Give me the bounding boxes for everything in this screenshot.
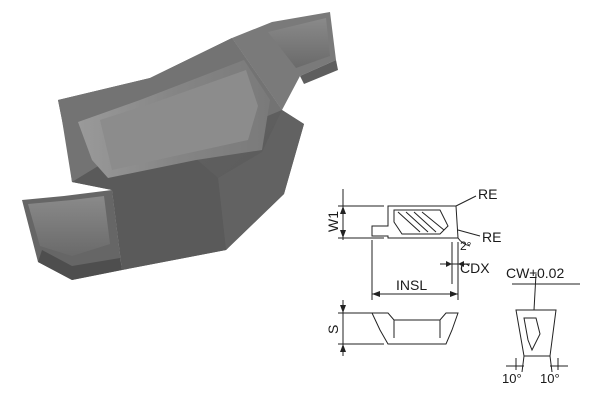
insert-3d-render <box>22 12 338 280</box>
re-top-leader <box>455 195 477 207</box>
insert-tail-upper-groove <box>268 18 330 68</box>
top-view-outline <box>371 205 459 239</box>
top-view-hatch-1 <box>397 211 421 233</box>
angle-right-label: 10° <box>540 371 560 386</box>
angle-2-label: 2° <box>460 239 472 253</box>
insl-arrow-left <box>372 291 380 297</box>
re-bottom-leader <box>457 229 481 237</box>
front-view-outline <box>515 309 557 357</box>
front-view-chip-groove <box>523 317 541 352</box>
side-view-drawing <box>338 300 459 356</box>
w1-label: W1 <box>325 211 341 232</box>
cdx-arrow-left <box>446 261 452 267</box>
insert-tail-lower-groove <box>28 196 110 256</box>
side-view-outline <box>371 312 459 345</box>
insert-tail-upper-side <box>300 60 338 84</box>
cw-label: CW±0.02 <box>506 265 564 281</box>
s-label: S <box>325 325 341 334</box>
insert-tail-lower-front <box>38 250 122 280</box>
s-arrow-top <box>340 305 346 313</box>
insert-front-lower-face <box>72 150 226 270</box>
insl-label: INSL <box>396 277 427 293</box>
w1-arrow-bottom <box>340 230 346 238</box>
chip-breaker-inner <box>100 70 258 170</box>
angle-left-label: 10° <box>502 371 522 386</box>
top-view-drawing <box>338 189 481 300</box>
insert-right-face <box>218 110 304 250</box>
angle-2-arc <box>457 237 471 247</box>
top-view-hatch-2 <box>405 211 429 233</box>
cdx-label: CDX <box>460 260 490 276</box>
front-view-drawing <box>506 273 580 373</box>
dimension-labels: RE RE W1 2° CDX INSL S CW±0.02 10° 10° <box>325 186 564 386</box>
top-view-chip-breaker <box>393 209 449 235</box>
cdx-arrow-right <box>458 261 464 267</box>
cw-leader <box>533 273 537 311</box>
top-view-hatch-3 <box>413 211 437 233</box>
w1-arrow-top <box>340 206 346 214</box>
top-view-hatch-4 <box>421 211 445 231</box>
angle-left-extension <box>521 355 525 373</box>
insl-arrow-right <box>450 291 458 297</box>
s-arrow-bottom <box>340 344 346 352</box>
angle-right-extension <box>549 355 553 373</box>
re-top-label: RE <box>478 186 497 202</box>
re-bottom-label: RE <box>482 229 501 245</box>
